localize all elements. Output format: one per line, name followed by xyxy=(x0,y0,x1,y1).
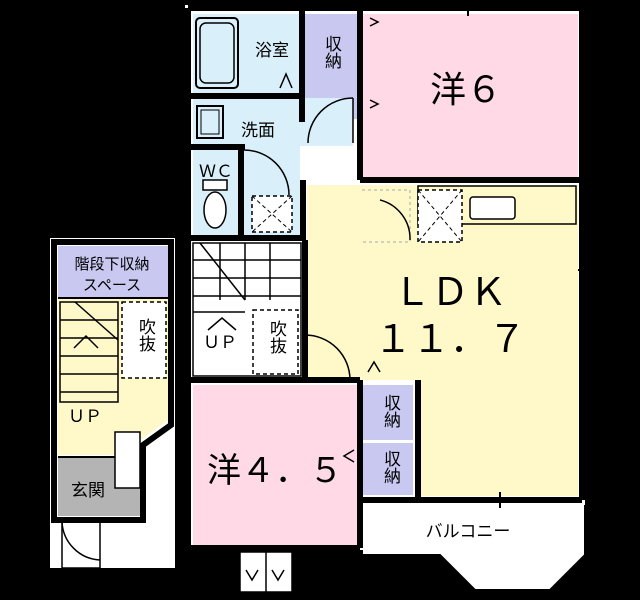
stairs-upper xyxy=(192,242,302,377)
label-balcony: バルコニー xyxy=(426,522,511,542)
void-upper-box xyxy=(252,309,299,375)
room-ldk xyxy=(307,185,578,496)
stairs-lower xyxy=(59,301,119,403)
label-storage-mid-1: 収納 xyxy=(380,394,401,429)
door-swings xyxy=(243,17,411,463)
storage-mid-1 xyxy=(363,385,413,440)
kitchen-sink xyxy=(469,196,516,220)
storage-mid-2 xyxy=(363,443,413,495)
label-ldk-name: ＬＤＫ xyxy=(393,270,507,314)
toilet-bowl xyxy=(203,191,227,229)
label-under-stair-1: 階段下収納 xyxy=(74,255,149,273)
toilet-tank xyxy=(202,179,228,191)
upper-walls xyxy=(185,5,585,551)
shoe-cabinet xyxy=(114,431,141,489)
label-bath: 浴室 xyxy=(255,41,289,61)
label-storage-top: 収納 xyxy=(321,35,342,70)
label-storage-mid-2: 収納 xyxy=(380,450,401,485)
label-void-upper: 吹抜 xyxy=(266,320,287,355)
label-up-lower: ＵＰ xyxy=(68,407,102,427)
label-entrance: 玄関 xyxy=(71,481,105,501)
entrance-door xyxy=(61,522,101,569)
room-western-45 xyxy=(193,385,358,547)
balcony-doors xyxy=(239,551,293,593)
label-western-6: 洋６ xyxy=(430,70,502,111)
room-western-6 xyxy=(363,14,578,179)
wash-basin xyxy=(196,105,224,139)
label-ldk-size: １１．７ xyxy=(374,317,526,361)
balcony-outline xyxy=(363,505,586,591)
label-washroom: 洗面 xyxy=(241,121,275,141)
fridge-space xyxy=(362,189,411,243)
label-western-45: 洋４．５ xyxy=(207,451,343,491)
void-lower-box xyxy=(121,301,167,379)
label-up-upper: ＵＰ xyxy=(203,333,237,353)
window-marks xyxy=(467,0,590,508)
bathtub xyxy=(195,17,239,89)
label-wc: ＷＣ xyxy=(199,162,233,182)
lower-walls xyxy=(51,239,174,523)
label-void-lower: 吹抜 xyxy=(135,318,156,353)
balcony xyxy=(363,503,585,590)
under-stair-storage xyxy=(58,246,168,298)
label-under-stair-2: スペース xyxy=(83,276,141,294)
